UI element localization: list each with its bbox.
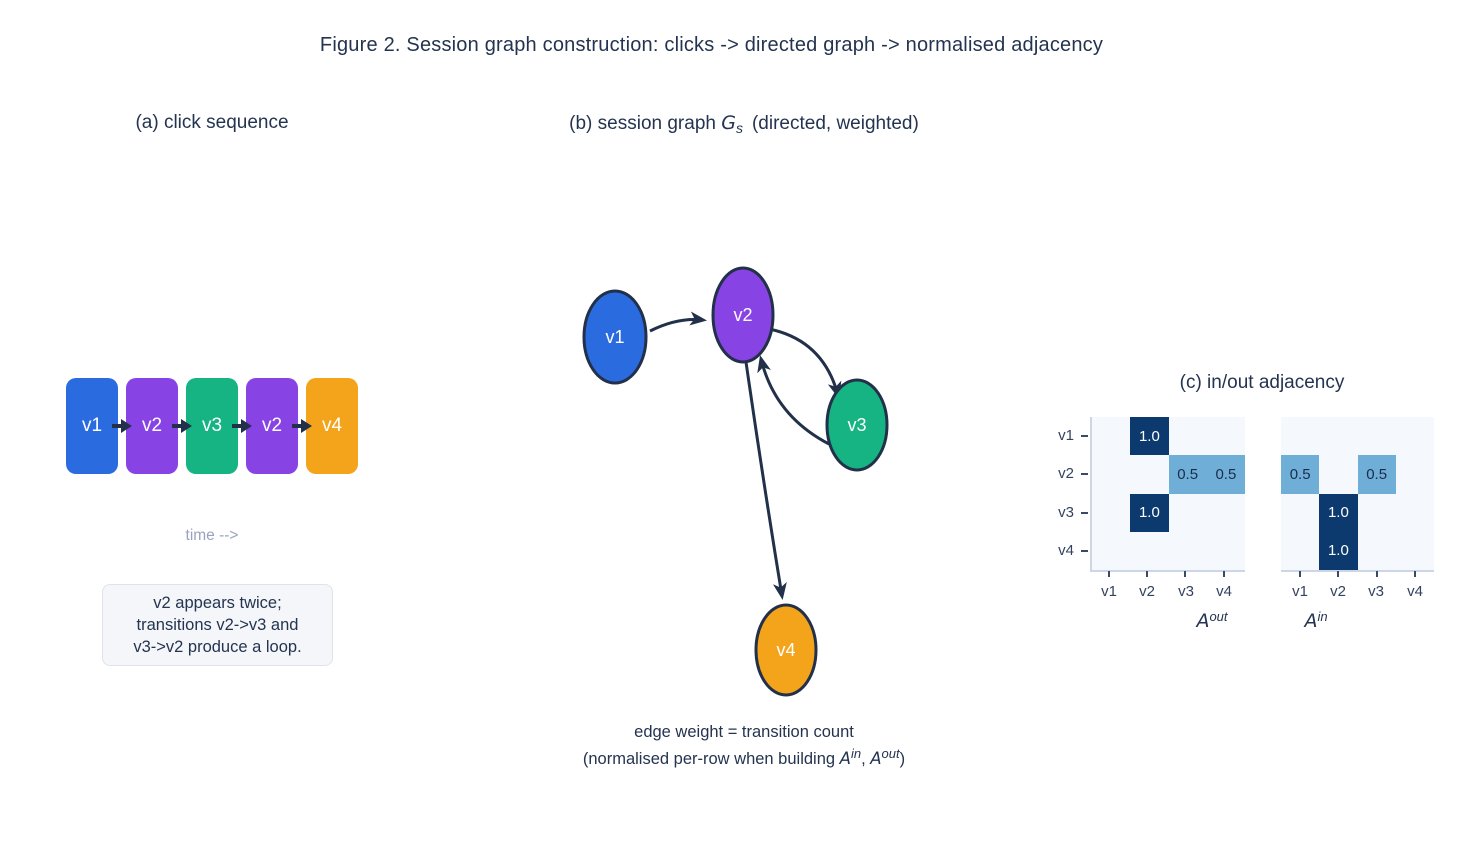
panel-b-title: (b) session graph Gs (directed, weighted) [522,112,966,136]
matrix-symbol: A [839,749,851,768]
node-v3 [825,378,889,472]
edge-weight-caption: edge weight = transition count [634,723,854,741]
panel-b-title-prefix: (b) session graph [569,113,722,134]
arrow-right-icon [172,424,182,428]
matrix-symbol: A [1196,610,1210,632]
arrow-right-icon [241,419,252,433]
y-tick [1081,435,1088,437]
edge-v2-v4 [744,361,787,600]
matrix-superscript: in [1317,609,1328,624]
x-tick [1184,571,1186,577]
sequence-box-v2: v2 [126,378,178,474]
col-label: v1 [1292,583,1308,600]
row-label: v3 [1058,504,1074,521]
node-label-v2: v2 [733,305,752,325]
matrix-cell: 0.5 [1357,455,1396,494]
matrix-cell: 0.5 [1206,455,1245,494]
graph-symbol: G [721,112,736,134]
node-label-v3: v3 [847,415,866,435]
caption-text: (normalised per-row when building [582,750,840,768]
arrow-right-icon [181,419,192,433]
matrix-cell: 1.0 [1319,493,1358,532]
x-tick [1299,571,1301,577]
sequence-box-label: v1 [81,415,103,436]
matrix-superscript: out [881,746,900,761]
matrix-cell: 1.0 [1319,531,1358,570]
col-label: v4 [1407,583,1423,600]
session-graph: v1 v2 v3 v4 [582,266,889,697]
col-label: v4 [1216,583,1232,600]
matrix-superscript: in [850,746,862,761]
sequence-box-label: v2 [261,415,283,436]
sequence-box-v4: v4 [306,378,358,474]
matrix-cell: 1.0 [1130,417,1169,456]
col-label: v3 [1368,583,1384,600]
sequence-box-label: v3 [201,415,223,436]
col-label: v1 [1101,583,1117,600]
sequence-box-v2b: v2 [246,378,298,474]
caption-text: ) [899,750,906,768]
note-line: transitions v2->v3 and [136,616,299,634]
matrix-a-out: 1.0 0.5 0.5 1.0 [1090,417,1245,572]
x-tick [1337,571,1339,577]
sequence-box-v1: v1 [66,378,118,474]
x-tick [1376,571,1378,577]
arrow-right-icon [112,424,122,428]
row-label: v1 [1058,427,1074,444]
note-box: v2 appears twice; transitions v2->v3 and… [102,584,333,666]
edge-v3-v2 [757,355,830,446]
x-tick [1146,571,1148,577]
panel-b-title-suffix: (directed, weighted) [751,113,919,134]
matrix-cell: 0.5 [1168,455,1207,494]
figure-title: Figure 2. Session graph construction: cl… [319,34,1104,56]
row-label: v4 [1058,542,1074,559]
normalisation-caption: (normalised per-row when building Ain, A… [504,746,984,769]
matrix-a-in-title: Ain [1284,609,1348,633]
y-tick [1081,473,1088,475]
edge-v2-v3 [768,327,842,399]
matrix-a-out-title: Aout [1177,609,1247,633]
y-tick [1081,512,1088,514]
x-tick [1223,571,1225,577]
node-v2 [711,266,775,364]
arrow-right-icon [121,419,132,433]
panel-a-title: (a) click sequence [135,112,289,133]
arrow-right-icon [292,424,302,428]
sequence-box-v3: v3 [186,378,238,474]
time-axis-label: time --> [185,527,239,544]
matrix-a-in: 0.5 0.5 1.0 1.0 [1281,417,1434,572]
graph-symbol-subscript: s [735,120,743,136]
node-v1 [582,289,648,385]
node-label-v1: v1 [605,327,624,347]
y-tick [1081,550,1088,552]
caption-text: , [861,750,871,768]
x-tick [1108,571,1110,577]
note-line: v3->v2 produce a loop. [133,638,302,656]
row-label: v2 [1058,465,1074,482]
matrix-symbol: A [1304,610,1318,632]
sequence-box-label: v4 [321,415,343,436]
arrow-right-icon [301,419,312,433]
node-v4 [754,603,818,697]
note-line: v2 appears twice; [153,594,282,612]
node-label-v4: v4 [776,640,795,660]
matrix-cell: 1.0 [1130,493,1169,532]
x-tick [1414,571,1416,577]
sequence-box-label: v2 [141,415,163,436]
col-label: v3 [1178,583,1194,600]
matrix-cell: 0.5 [1281,455,1320,494]
matrix-symbol: A [870,749,882,768]
col-label: v2 [1139,583,1155,600]
col-label: v2 [1330,583,1346,600]
panel-c-title: (c) in/out adjacency [1179,372,1345,393]
edge-v1-v2 [649,311,707,333]
arrow-right-icon [232,424,242,428]
matrix-superscript: out [1209,609,1228,624]
